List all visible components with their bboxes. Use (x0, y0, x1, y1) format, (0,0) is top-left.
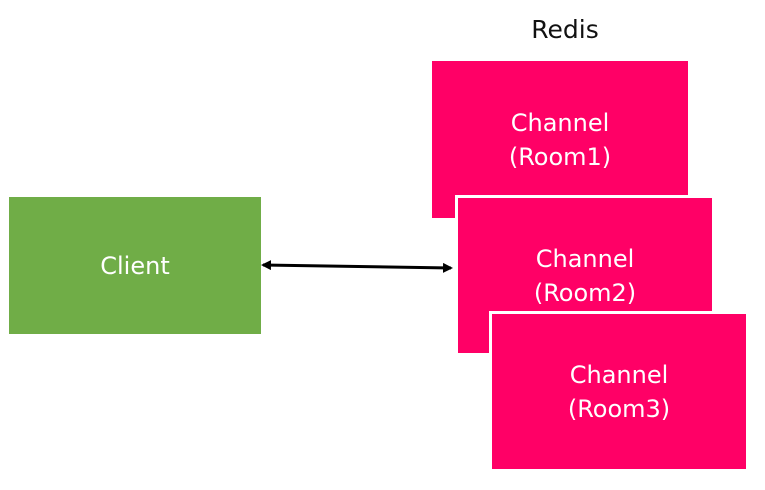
client-label: Client (100, 251, 170, 280)
channel-room1-box: Channel (Room1) (430, 59, 690, 220)
channel-room3-name: (Room3) (567, 394, 671, 423)
redis-label: Redis (531, 15, 599, 44)
channel-room2-name: (Room2) (533, 278, 637, 307)
channel-room3-title: Channel (569, 360, 669, 389)
arrow-line (261, 260, 453, 273)
client-box: Client (9, 197, 261, 334)
channel-room1-name: (Room1) (508, 142, 612, 171)
channel-room3-box: Channel (Room3) (489, 311, 749, 472)
channel-room1-title: Channel (510, 108, 610, 137)
channel-room2-title: Channel (535, 244, 635, 273)
